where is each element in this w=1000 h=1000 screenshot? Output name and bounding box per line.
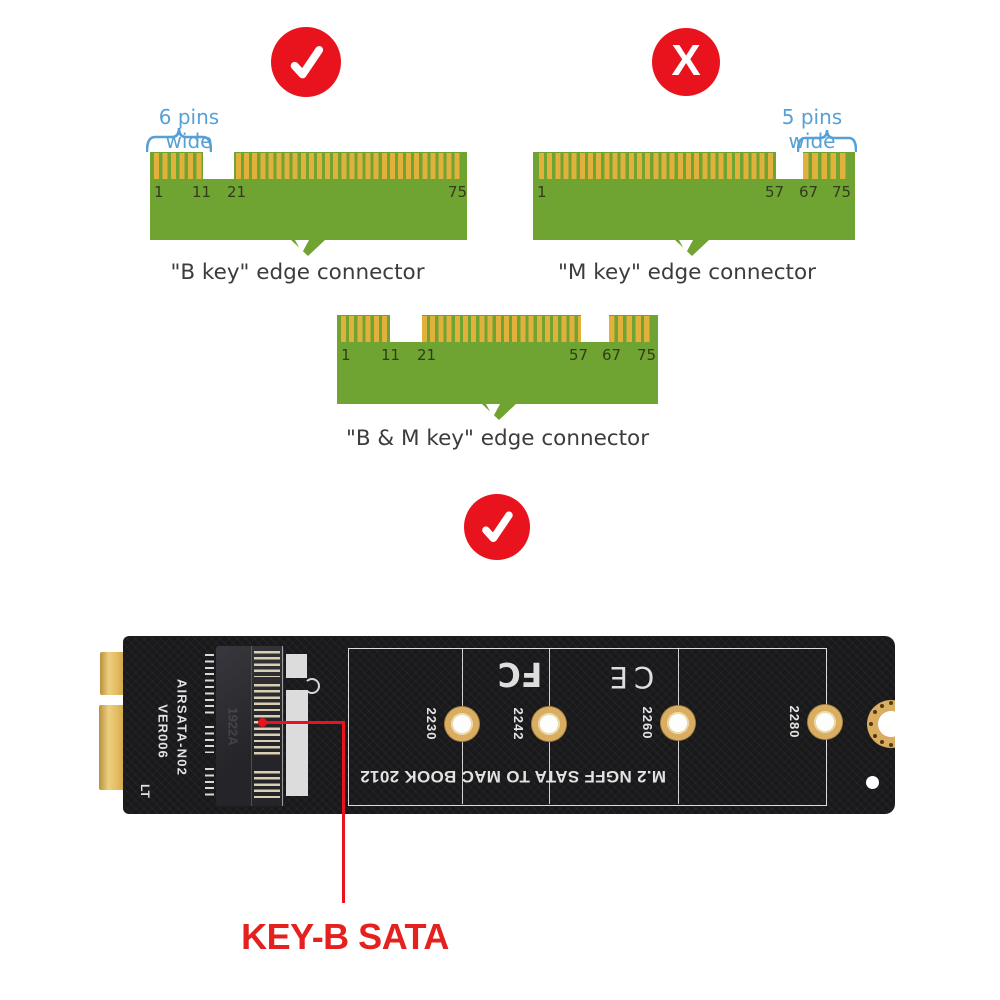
m-key-label: "M key" edge connector — [558, 260, 816, 285]
b-key-pin-width-callout: 6 pins wide — [158, 105, 220, 153]
via-dot — [869, 722, 873, 726]
silkscreen-hook — [304, 678, 320, 694]
pin-number: 67 — [602, 346, 622, 364]
pin-group — [422, 316, 581, 342]
socket-contacts — [254, 771, 280, 798]
rejected-badge-m-key: X — [652, 28, 720, 96]
pcb-model: AIRSATA-N02 — [174, 678, 190, 777]
edge-finger-pad-bottom — [99, 705, 126, 790]
bm-key-label: "B & M key" edge connector — [345, 426, 650, 451]
checkmark-icon — [290, 45, 323, 79]
socket-outline — [251, 646, 252, 806]
board-tail-slit — [295, 240, 309, 253]
approved-badge-b-key — [271, 27, 341, 97]
b-key-notch — [390, 315, 422, 342]
standoff-hole-2230 — [444, 706, 480, 742]
standoff-hole-2242 — [531, 706, 567, 742]
x-icon: X — [671, 36, 701, 85]
approved-badge-adapter — [464, 494, 530, 560]
length-label: 2280 — [787, 705, 802, 739]
pcb-version: VER006 — [155, 704, 171, 759]
pin-group — [803, 153, 849, 179]
b-key-notch — [203, 152, 234, 179]
socket-marking: 1922A — [225, 707, 241, 746]
pin-group — [236, 153, 463, 179]
b-key-connector-diagram: 1 11 21 75 — [150, 152, 468, 256]
checkmark-icon — [482, 511, 513, 543]
pin-number: 75 — [448, 183, 468, 201]
pin-number: 1 — [154, 183, 164, 201]
pin-number: 21 — [417, 346, 437, 364]
annotation-dot — [258, 718, 267, 727]
socket-outline — [282, 646, 283, 806]
m-key-connector-diagram: 1 57 67 75 — [533, 152, 855, 256]
key-b-sata-label: KEY-B SATA — [241, 916, 449, 957]
m-key-notch — [776, 152, 803, 179]
standoff-hole-2260 — [660, 705, 696, 741]
pcb-title: M.2 NGFF SATA TO MAC BOOK 2012 — [360, 767, 666, 786]
adapter-pcb: 1922A 2230 2242 2260 2280 FC CE M.2 NGFF… — [123, 636, 895, 814]
socket-contacts — [254, 651, 280, 677]
via-dot — [880, 740, 884, 744]
silkscreen-pad — [286, 690, 308, 796]
pin-group — [609, 316, 653, 342]
edge-finger-pad-top — [100, 652, 125, 695]
standoff-hole-2280 — [807, 704, 843, 740]
socket-solder-pins — [205, 768, 214, 796]
pin-group — [341, 316, 390, 342]
pin-number: 11 — [381, 346, 401, 364]
socket-solder-pins — [205, 726, 214, 753]
brace-icon — [797, 129, 857, 152]
pin-number: 57 — [569, 346, 589, 364]
board-tail-slit — [486, 404, 500, 417]
pin-number: 75 — [832, 183, 852, 201]
pin-number: 75 — [637, 346, 657, 364]
pin-number: 1 — [537, 183, 547, 201]
via-dot — [889, 743, 893, 747]
b-key-label: "B key" edge connector — [170, 260, 425, 285]
length-label: 2242 — [511, 707, 526, 741]
pin-number: 1 — [341, 346, 351, 364]
annotation-line-horizontal — [263, 721, 344, 724]
socket-solder-pins — [205, 654, 214, 718]
via-dot — [873, 710, 877, 714]
m-key-notch — [581, 315, 609, 342]
brace-icon — [146, 127, 212, 152]
fcc-logo: FC — [497, 655, 543, 694]
pcb-corner-mark: LT — [138, 784, 152, 798]
length-label: 2230 — [424, 707, 439, 741]
pin-group — [539, 153, 776, 179]
pin-number: 11 — [192, 183, 212, 201]
screw-notch-cutout — [878, 711, 895, 737]
annotation-line-vertical — [342, 721, 345, 903]
silkscreen-pad — [286, 654, 307, 678]
via-dot — [880, 704, 884, 708]
pin-number: 21 — [227, 183, 247, 201]
board-tail-slit — [679, 240, 693, 253]
pin-number: 57 — [765, 183, 785, 201]
via-dot — [889, 701, 893, 705]
via-dot — [873, 734, 877, 738]
pin-group — [154, 153, 205, 179]
ce-logo: CE — [603, 660, 655, 694]
pin-number: 67 — [799, 183, 819, 201]
bm-key-connector-diagram: 1 11 21 57 67 75 — [337, 315, 658, 420]
length-label: 2260 — [640, 706, 655, 740]
mounting-hole — [866, 776, 879, 789]
